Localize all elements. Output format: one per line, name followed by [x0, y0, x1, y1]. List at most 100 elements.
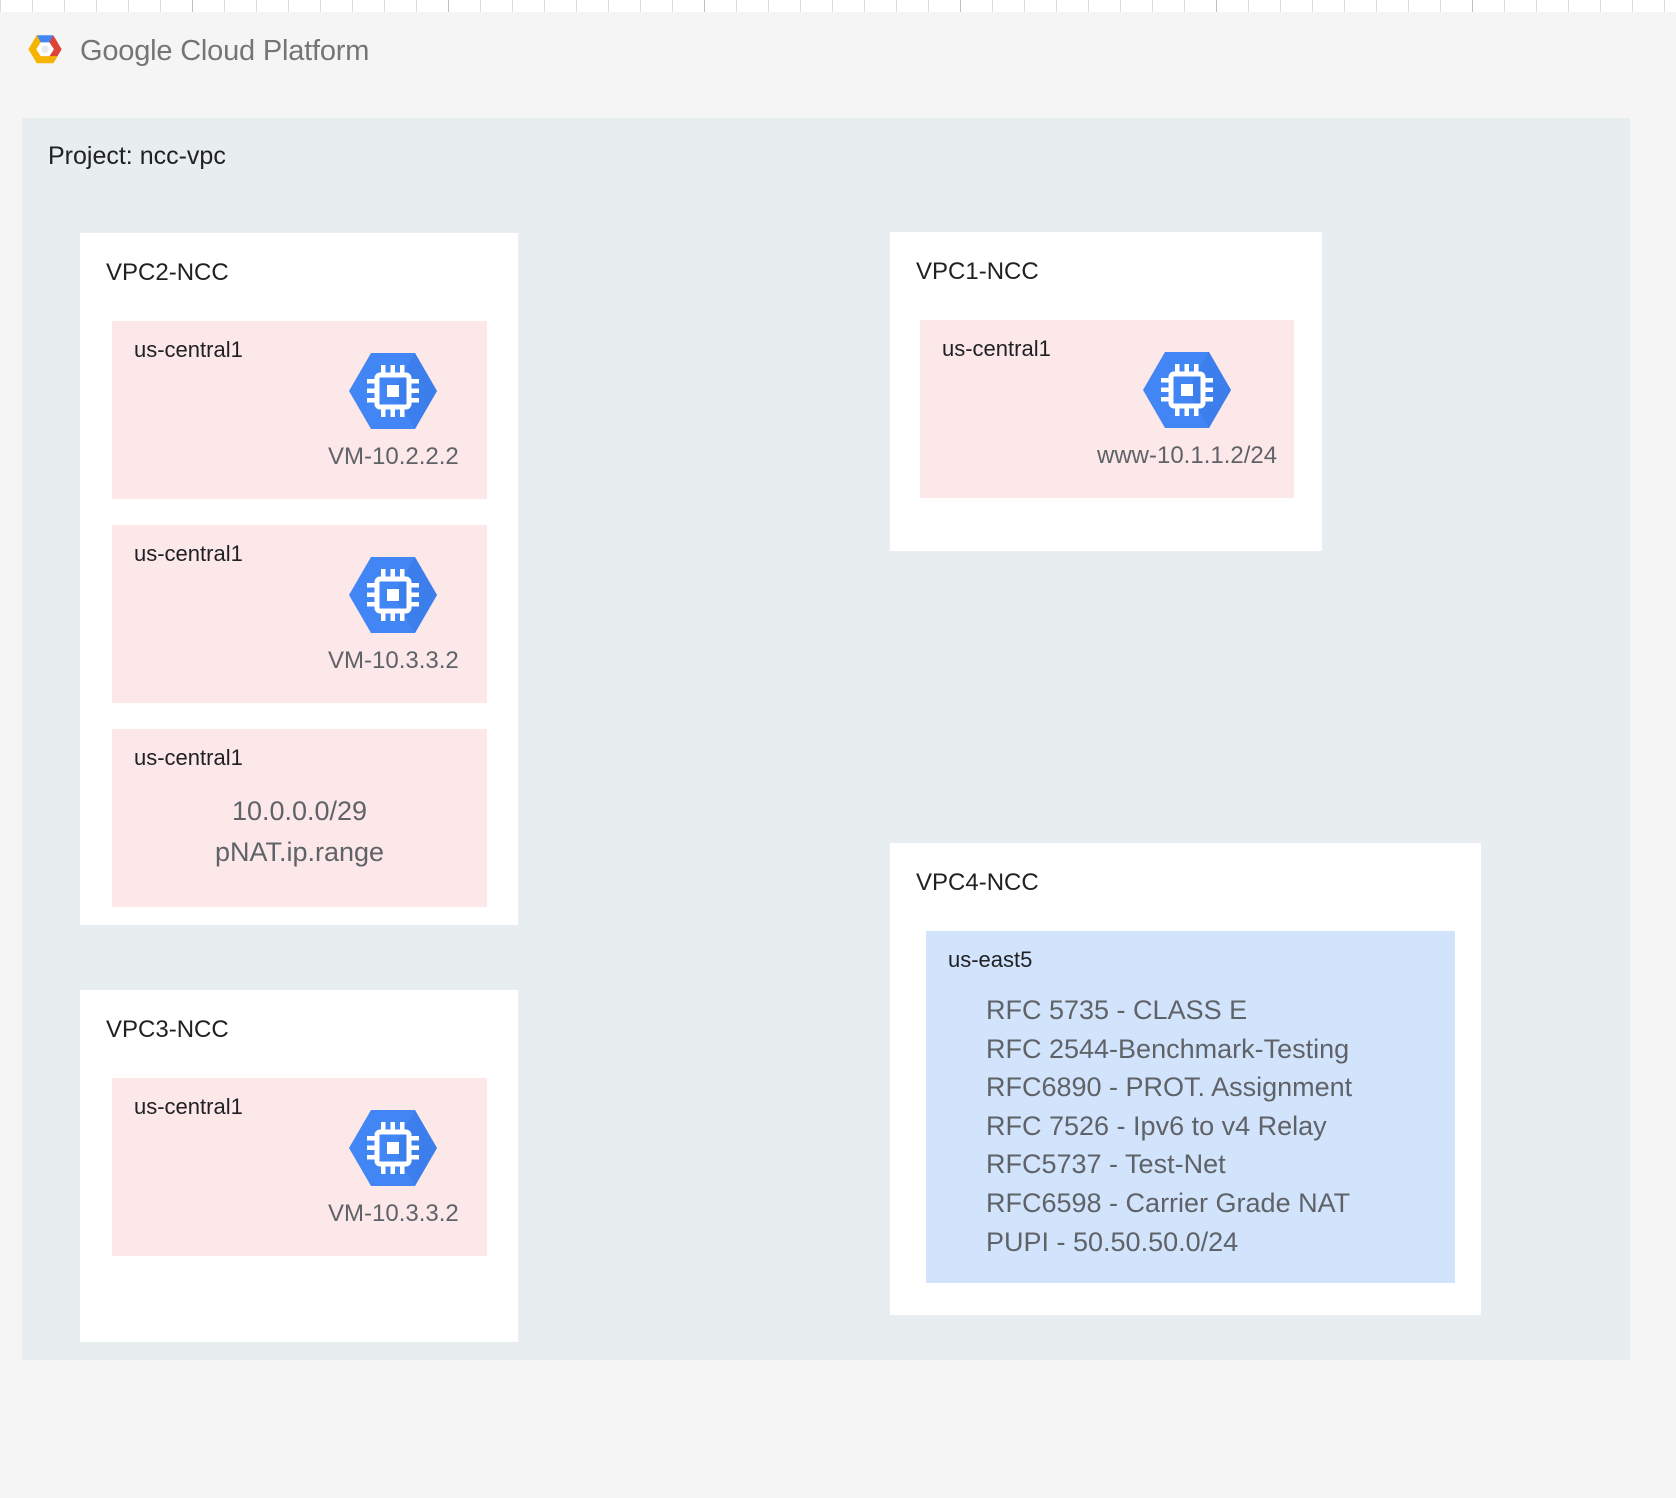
ruler-tick [640, 0, 641, 12]
ruler-tick [1408, 0, 1409, 12]
ruler-tick [480, 0, 481, 12]
ruler-tick [1344, 0, 1345, 12]
vpc2-zone-label-3: us-central1 [134, 745, 243, 770]
ruler-tick [1280, 0, 1281, 12]
pnat-range-line-2: pNAT.ip.range [214, 836, 385, 867]
ruler-tick [928, 0, 929, 12]
ruler-tick [1472, 0, 1473, 12]
ruler-tick [384, 0, 385, 12]
ruler-tick [1664, 0, 1665, 12]
vpc-box-vpc2: VPC2-NCC us-central1 [80, 233, 518, 925]
page-header: Google Cloud Platform [0, 12, 1676, 118]
logo-word-google: Google [80, 34, 173, 67]
vpc3-vm-label-1: VM-10.3.3.2 [328, 1200, 459, 1227]
ruler-tick [1440, 0, 1441, 12]
ruler-tick [1088, 0, 1089, 12]
compute-engine-icon [349, 1110, 438, 1186]
ruler-tick [1632, 0, 1633, 12]
ruler-tick [768, 0, 769, 12]
vpc2-zone-card-3: us-central1 10.0.0.0/29 pNAT.ip.range [112, 729, 487, 907]
vpc2-vm-label-2: VM-10.3.3.2 [328, 647, 459, 674]
ruler-tick [96, 0, 97, 12]
vpc3-zone-card-1: us-central1 [112, 1078, 487, 1256]
vpc2-zone-card-1: us-central1 [112, 321, 487, 499]
vpc1-zone-label-1: us-central1 [942, 336, 1051, 361]
ruler-tick [960, 0, 961, 12]
compute-engine-icon [349, 353, 438, 429]
rfc-line-6: RFC6598 - Carrier Grade NAT [986, 1188, 1351, 1219]
ruler-tick [672, 0, 673, 12]
vpc1-vm-1: www-10.1.1.2/24 [1097, 340, 1277, 470]
rfc-list: RFC 5735 - CLASS E RFC 2544-Benchmark-Te… [986, 991, 1352, 1261]
pnat-range-block: 10.0.0.0/29 pNAT.ip.range [112, 791, 487, 872]
ruler-tick [1568, 0, 1569, 12]
vpc2-vm-2: VM-10.3.3.2 [328, 545, 459, 675]
ruler-tick [128, 0, 129, 12]
ruler-tick [1056, 0, 1057, 12]
ruler-tick [736, 0, 737, 12]
vpc2-zone-label-1: us-central1 [134, 337, 243, 362]
vpc1-title: VPC1-NCC [916, 258, 1039, 285]
compute-engine-icon [349, 557, 438, 633]
ruler-tick [288, 0, 289, 12]
google-cloud-logo-icon [28, 35, 62, 64]
project-container: Project: ncc-vpc VPC2-NCC us-central1 [22, 118, 1630, 1360]
rfc-line-5: RFC5737 - Test-Net [986, 1149, 1226, 1180]
pnat-range-line-1: 10.0.0.0/29 [231, 796, 368, 826]
vpc2-vm-1: VM-10.2.2.2 [328, 341, 459, 471]
ruler-tick [1536, 0, 1537, 12]
ruler-tick [1600, 0, 1601, 12]
rfc-line-7: PUPI - 50.50.50.0/24 [986, 1226, 1239, 1257]
ruler-tick [160, 0, 161, 12]
ruler-tick [576, 0, 577, 12]
ruler-tick [0, 0, 1, 12]
ruler-tick [352, 0, 353, 12]
ruler-tick [1216, 0, 1217, 12]
vpc3-title: VPC3-NCC [106, 1016, 229, 1043]
ruler-tick [512, 0, 513, 12]
vpc4-title: VPC4-NCC [916, 869, 1039, 896]
ruler-tick [1152, 0, 1153, 12]
ruler-tick [832, 0, 833, 12]
ruler-tick [544, 0, 545, 12]
vpc-box-vpc1: VPC1-NCC us-central1 [890, 232, 1322, 551]
rfc-line-2: RFC 2544-Benchmark-Testing [986, 1033, 1350, 1064]
ruler-tick [1024, 0, 1025, 12]
vpc4-zone-card-1: us-east5 RFC 5735 - CLASS E RFC 2544-Ben… [926, 931, 1455, 1283]
gcp-logo: Google Cloud Platform [24, 30, 369, 72]
ruler-tick [800, 0, 801, 12]
gcp-logo-text: Google Cloud Platform [80, 35, 369, 68]
compute-engine-icon [1143, 352, 1232, 428]
ruler-tick [64, 0, 65, 12]
ruler-tick [1376, 0, 1377, 12]
ruler-tick [32, 0, 33, 12]
vpc1-zone-card-1: us-central1 [920, 320, 1294, 498]
ruler-tick [992, 0, 993, 12]
ruler-tick [1184, 0, 1185, 12]
vpc2-title: VPC2-NCC [106, 259, 229, 286]
ruler-tick [864, 0, 865, 12]
rfc-line-4: RFC 7526 - Ipv6 to v4 Relay [986, 1110, 1327, 1141]
vpc4-zone-label-1: us-east5 [948, 947, 1033, 972]
vpc-box-vpc4: VPC4-NCC us-east5 RFC 5735 - CLASS E RFC… [890, 843, 1481, 1315]
ruler-tick [192, 0, 193, 12]
vpc3-vm-1: VM-10.3.3.2 [328, 1098, 459, 1228]
vpc3-zone-label-1: us-central1 [134, 1094, 243, 1119]
ruler-tick [448, 0, 449, 12]
ruler-tick [1248, 0, 1249, 12]
project-label: Project: ncc-vpc [48, 142, 226, 170]
ruler-tick [1312, 0, 1313, 12]
ruler-tick [1504, 0, 1505, 12]
ruler-tick [320, 0, 321, 12]
rfc-line-1: RFC 5735 - CLASS E [986, 995, 1248, 1025]
rfc-line-3: RFC6890 - PROT. Assignment [986, 1072, 1353, 1103]
ruler [0, 0, 1676, 12]
logo-word-cloud-platform: Cloud Platform [180, 34, 370, 67]
ruler-tick [608, 0, 609, 12]
ruler-tick [1120, 0, 1121, 12]
ruler-tick [224, 0, 225, 12]
vpc-box-vpc3: VPC3-NCC us-central1 [80, 990, 518, 1342]
ruler-tick [704, 0, 705, 12]
vpc2-vm-label-1: VM-10.2.2.2 [328, 443, 459, 470]
